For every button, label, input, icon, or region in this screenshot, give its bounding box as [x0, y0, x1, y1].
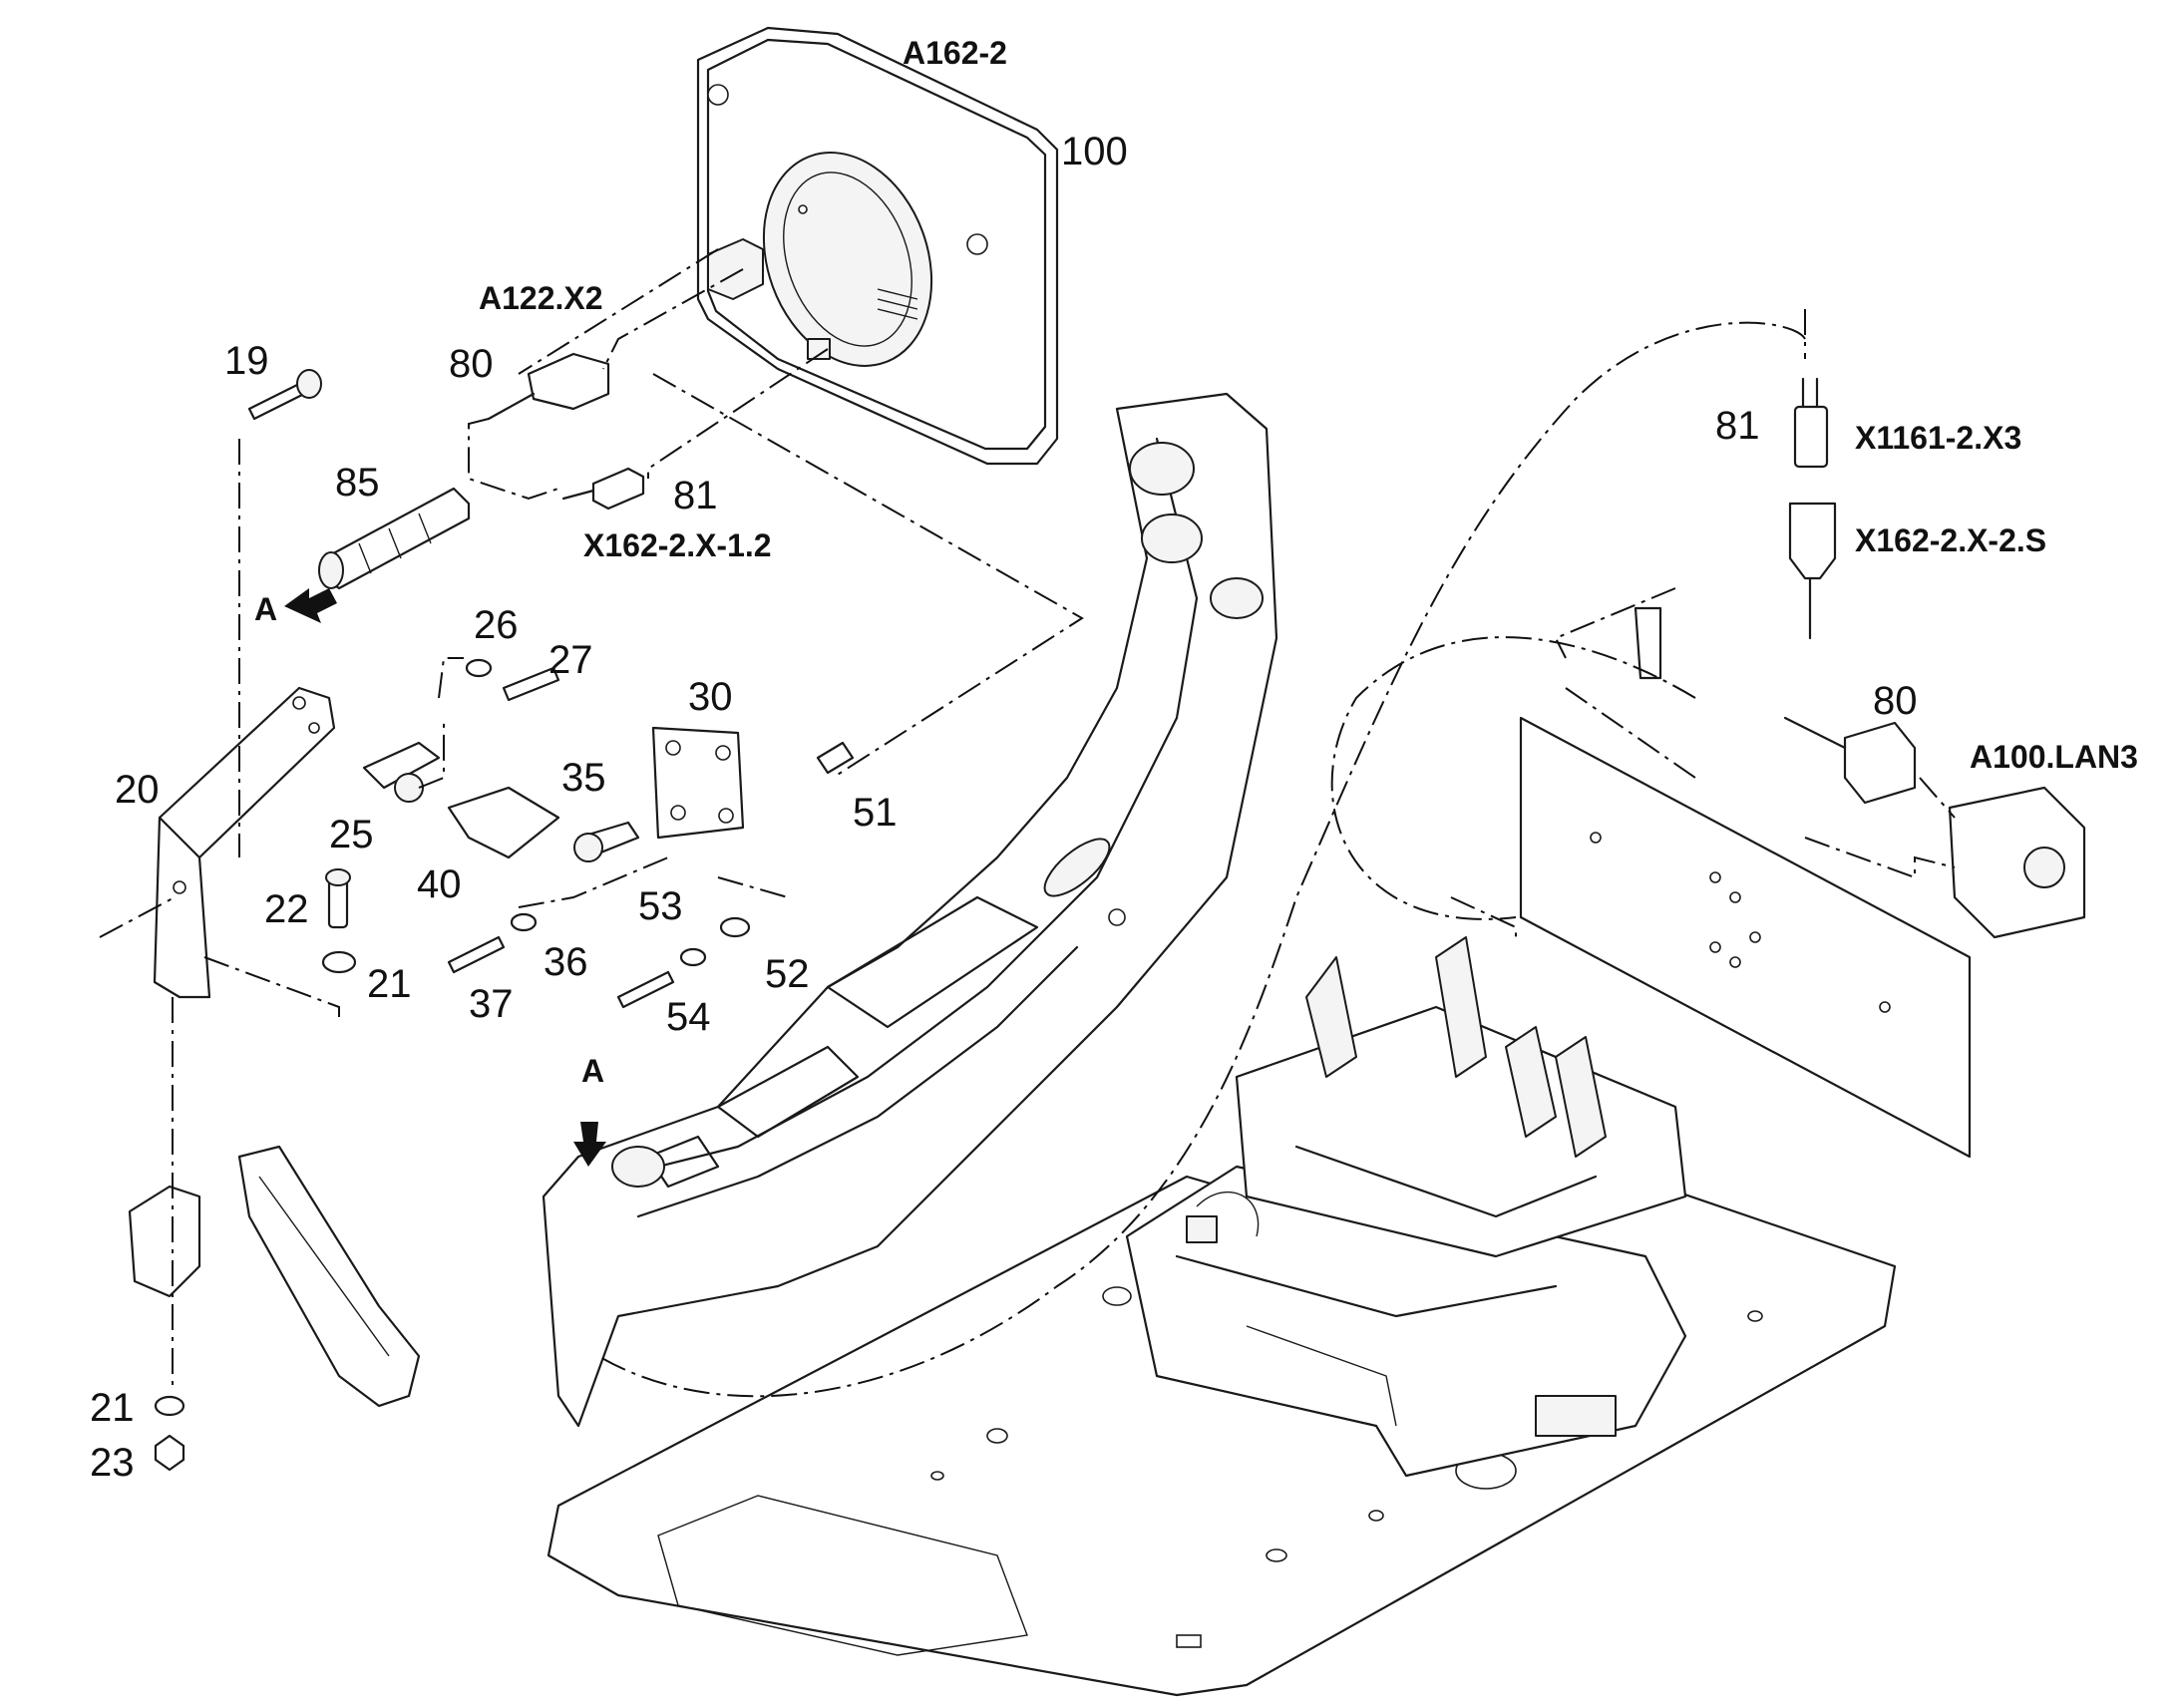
side-view-mount: [128, 1145, 421, 1472]
callout-21-upper: 21: [367, 962, 412, 1006]
label-a100-lan3: A100.LAN3: [1970, 739, 2138, 775]
callout-53: 53: [638, 884, 683, 928]
view-arrow-lower: [573, 1122, 606, 1167]
armrest-frame: [542, 392, 1278, 1428]
screw-19: [247, 369, 322, 421]
label-x162-2-x-1-2: X162-2.X-1.2: [583, 527, 772, 563]
small-hardware: [321, 658, 855, 1009]
callout-19: 19: [224, 339, 269, 383]
callout-81-upper: 81: [673, 474, 718, 517]
callout-30: 30: [688, 675, 733, 719]
connector-81-upper: [561, 467, 645, 511]
label-x1161-2-x3: X1161-2.X3: [1855, 420, 2021, 456]
callout-22: 22: [264, 887, 309, 931]
callout-51: 51: [853, 791, 898, 835]
callout-52: 52: [765, 952, 810, 996]
callout-54: 54: [666, 995, 711, 1039]
callout-80-upper: 80: [449, 342, 494, 386]
callout-80-right: 80: [1873, 679, 1918, 723]
callout-21-lower: 21: [90, 1386, 135, 1430]
view-label-lower: A: [581, 1053, 604, 1089]
callout-85: 85: [335, 461, 380, 505]
label-a162-2: A162-2: [903, 35, 1007, 71]
callout-37: 37: [469, 982, 514, 1026]
callout-81-right: 81: [1715, 404, 1760, 448]
right-connectors: [1634, 377, 2086, 939]
leader-lines: [99, 248, 1956, 1398]
grommet-85: [318, 487, 471, 590]
callout-100: 100: [1061, 130, 1128, 173]
callout-25: 25: [329, 813, 374, 856]
callout-26: 26: [474, 603, 519, 647]
display-unit: [696, 26, 1059, 466]
callout-40: 40: [417, 862, 462, 906]
callout-35: 35: [561, 756, 606, 800]
callout-36: 36: [544, 940, 588, 984]
right-panel: [1519, 716, 1972, 1159]
seat-base-assembly: [1125, 936, 1687, 1478]
connector-80-upper: [487, 238, 831, 421]
label-a122-x2: A122.X2: [479, 280, 603, 316]
view-arrow-upper: [284, 588, 337, 623]
view-label-upper: A: [254, 591, 277, 627]
callout-27: 27: [548, 638, 593, 682]
callout-23: 23: [90, 1441, 135, 1485]
callout-20: 20: [115, 768, 160, 812]
plate-30: [651, 726, 745, 840]
bracket-20: [153, 686, 336, 999]
label-x162-2-x-2-s: X162-2.X-2.S: [1855, 522, 2046, 558]
